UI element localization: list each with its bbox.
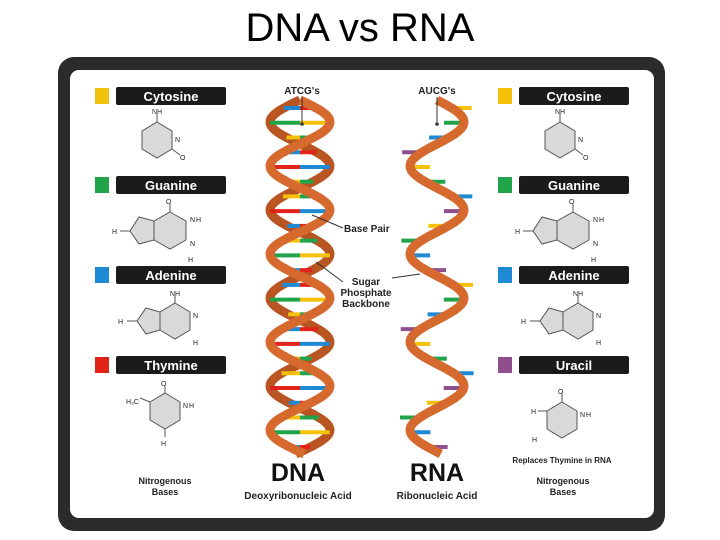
right-cytosine-structure: NH N O <box>544 109 589 162</box>
svg-text:H: H <box>112 229 117 236</box>
left-adenine-label-bar <box>116 266 226 284</box>
left-thymine-swatch <box>95 357 109 373</box>
svg-text:H₃C: H₃C <box>126 399 139 406</box>
svg-text:N: N <box>596 313 601 320</box>
svg-text:H: H <box>196 217 201 224</box>
svg-text:N: N <box>183 403 188 410</box>
svg-text:H: H <box>586 412 591 419</box>
right-legend: Cytosine Guanine Adenine Uracil <box>498 87 629 374</box>
svg-text:N: N <box>580 412 585 419</box>
backbone-label-line1: Sugar <box>352 277 380 288</box>
svg-text:H: H <box>189 403 194 410</box>
right-uracil-swatch <box>498 357 512 373</box>
svg-text:H: H <box>532 437 537 444</box>
svg-text:N: N <box>593 241 598 248</box>
dna-full-name: Deoxyribonucleic Acid <box>244 491 351 502</box>
svg-text:H: H <box>531 409 536 416</box>
svg-text:H: H <box>596 340 601 347</box>
left-adenine-label: Adenine <box>145 268 196 283</box>
svg-text:H: H <box>193 340 198 347</box>
svg-text:O: O <box>558 389 564 396</box>
svg-text:O: O <box>180 155 186 162</box>
dna-name: DNA <box>271 459 325 487</box>
rna-name: RNA <box>410 459 464 487</box>
right-footer-line1: Nitrogenous <box>537 476 590 486</box>
right-cytosine-label: Cytosine <box>547 89 602 104</box>
svg-text:H: H <box>515 229 520 236</box>
svg-text:H: H <box>118 319 123 326</box>
svg-text:N: N <box>578 137 583 144</box>
left-guanine-swatch <box>95 177 109 193</box>
right-adenine-label: Adenine <box>548 268 599 283</box>
left-thymine-structure: O H₃C N H H <box>126 381 194 448</box>
left-cytosine-label-bar <box>116 87 226 105</box>
right-uracil-label: Uracil <box>556 358 592 373</box>
rna-top-label: AUCG's <box>418 86 456 97</box>
right-guanine-label-bar <box>519 176 629 194</box>
left-adenine-structure: NH N H H <box>118 291 198 347</box>
svg-text:N: N <box>175 137 180 144</box>
svg-text:H: H <box>161 441 166 448</box>
left-guanine-label-bar <box>116 176 226 194</box>
dna-double-helix <box>265 95 335 459</box>
right-footer-line2: Bases <box>550 487 577 497</box>
left-legend: Cytosine Guanine Adenine Thymine <box>95 87 226 374</box>
left-thymine-label-bar <box>116 356 226 374</box>
dna-top-pointer-dot <box>300 122 304 126</box>
right-cytosine-swatch <box>498 88 512 104</box>
left-cytosine-swatch <box>95 88 109 104</box>
slide-title: DNA vs RNA <box>245 6 475 50</box>
left-guanine-label: Guanine <box>145 178 197 193</box>
left-footer-line2: Bases <box>152 487 179 497</box>
rna-backbone-strand <box>405 96 469 458</box>
rna-top-pointer-dot <box>435 122 439 126</box>
right-uracil-label-bar <box>519 356 629 374</box>
left-adenine-swatch <box>95 267 109 283</box>
right-uracil-structure: O H N H H <box>531 389 591 444</box>
backbone-label-line3: Backbone <box>342 299 390 310</box>
svg-text:N: N <box>193 313 198 320</box>
svg-text:O: O <box>161 381 167 388</box>
backbone-pointer-left <box>315 261 344 283</box>
right-cytosine-label-bar <box>519 87 629 105</box>
left-cytosine-structure: NH N O <box>141 109 186 162</box>
svg-text:O: O <box>569 199 575 206</box>
backbone-pointer-right <box>391 273 421 279</box>
right-footer-note: Replaces Thymine in RNA <box>512 456 611 465</box>
dna-top-label: ATCG's <box>284 86 320 97</box>
left-thymine-label: Thymine <box>144 358 197 373</box>
right-adenine-label-bar <box>519 266 629 284</box>
svg-text:N: N <box>190 241 195 248</box>
svg-text:H: H <box>591 257 596 264</box>
left-footer-line1: Nitrogenous <box>139 476 192 486</box>
left-cytosine-label: Cytosine <box>144 89 199 104</box>
base-pair-label: Base Pair <box>344 224 390 235</box>
right-adenine-structure: NH N H H <box>521 291 601 347</box>
svg-text:NH: NH <box>170 291 180 298</box>
base-pair-pointer <box>311 214 344 229</box>
left-guanine-structure: O N H H N H <box>112 199 201 264</box>
right-guanine-structure: O N H H N H <box>515 199 604 264</box>
svg-text:NH: NH <box>152 109 162 116</box>
svg-text:O: O <box>166 199 172 206</box>
svg-text:N: N <box>190 217 195 224</box>
svg-text:N: N <box>593 217 598 224</box>
right-guanine-swatch <box>498 177 512 193</box>
rna-single-strand <box>400 96 474 458</box>
right-guanine-label: Guanine <box>548 178 600 193</box>
backbone-label-line2: Phosphate <box>340 288 392 299</box>
rna-full-name: Ribonucleic Acid <box>397 491 478 502</box>
svg-text:H: H <box>188 257 193 264</box>
dna-front-strand <box>265 95 335 459</box>
right-adenine-swatch <box>498 267 512 283</box>
svg-text:H: H <box>599 217 604 224</box>
svg-text:NH: NH <box>555 109 565 116</box>
svg-text:NH: NH <box>573 291 583 298</box>
svg-text:H: H <box>521 319 526 326</box>
chemical-structures: NH N O O N H H N H NH N H H <box>112 109 604 448</box>
svg-text:O: O <box>583 155 589 162</box>
